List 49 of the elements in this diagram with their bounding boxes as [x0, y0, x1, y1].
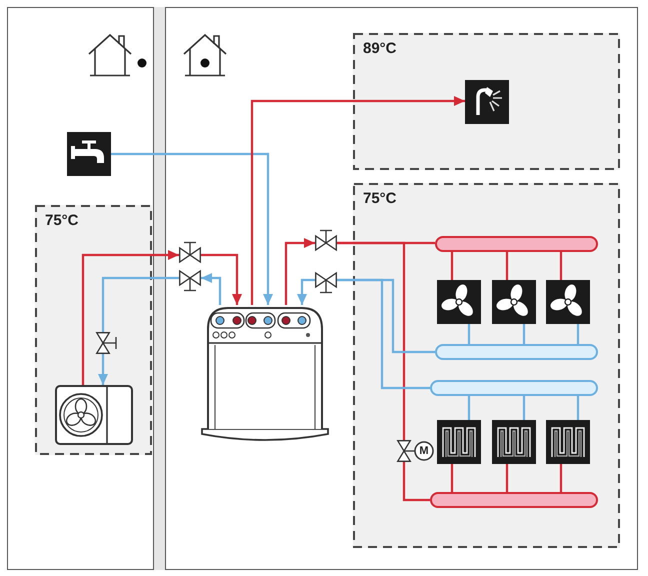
pipe-arrow	[284, 238, 315, 305]
pipe	[560, 252, 562, 280]
heat-pump-drawing	[55, 385, 133, 445]
pipe	[337, 278, 430, 390]
pipe	[506, 252, 508, 280]
pipe	[468, 396, 470, 420]
pipe	[402, 462, 430, 502]
pipe	[450, 252, 454, 280]
pipe	[522, 396, 526, 420]
valve-icon	[179, 271, 201, 292]
pipe-coil-icon	[546, 420, 590, 464]
pipe	[468, 324, 470, 344]
manifold-bar	[435, 236, 598, 252]
manifold-bar	[430, 380, 598, 396]
fan-icon	[437, 280, 481, 324]
temperature-zone	[353, 33, 620, 170]
valve-icon	[179, 241, 201, 262]
valve-icon	[315, 273, 337, 294]
pipe-arrow	[111, 152, 273, 305]
fan-icon	[546, 280, 590, 324]
manifold-bar	[435, 344, 598, 360]
pipe	[450, 464, 454, 492]
pipe	[337, 242, 406, 440]
temperature-heading: 75°C	[45, 212, 79, 230]
pipe-coil-icon	[437, 420, 481, 464]
pipe-arrow	[82, 250, 179, 385]
pipe	[576, 324, 580, 344]
pipe-arrow	[250, 96, 465, 305]
pipe	[576, 396, 580, 420]
fan-icon	[492, 280, 536, 324]
pipe-arrow	[201, 273, 222, 305]
valve-icon	[96, 332, 117, 354]
manifold-bar	[430, 492, 598, 508]
faucet-icon	[67, 132, 111, 176]
temperature-zone	[353, 183, 620, 548]
temperature-heading: 89°C	[363, 40, 397, 58]
temperature-zone	[35, 205, 152, 455]
pipe	[102, 276, 179, 332]
storage-tank-drawing	[200, 305, 330, 440]
temperature-heading: 75°C	[363, 190, 397, 208]
valve-icon	[315, 229, 337, 250]
pipe-coil-icon	[492, 420, 536, 464]
pipe-arrow	[98, 354, 108, 385]
pipe-arrow	[201, 254, 242, 305]
shower-icon	[465, 80, 509, 124]
pipe-arrow	[297, 278, 315, 305]
pipe	[506, 464, 508, 492]
pipe	[560, 464, 562, 492]
pipe	[522, 324, 526, 344]
